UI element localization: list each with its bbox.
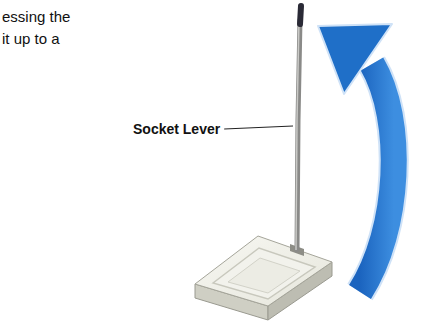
leader-line [224,126,293,129]
motion-arrow [360,64,394,292]
body-text: it up to a [2,30,60,47]
lever-tip [300,6,301,24]
socket-cavity [228,258,300,293]
socket-top [195,236,332,306]
lever-highlight [296,20,299,250]
socket-lever [297,20,300,250]
part-label: Socket Lever [133,121,220,137]
arrow-head [318,24,392,94]
arrow-edge [360,64,394,292]
socket-frame [213,248,315,299]
body-text: essing the [2,8,70,25]
